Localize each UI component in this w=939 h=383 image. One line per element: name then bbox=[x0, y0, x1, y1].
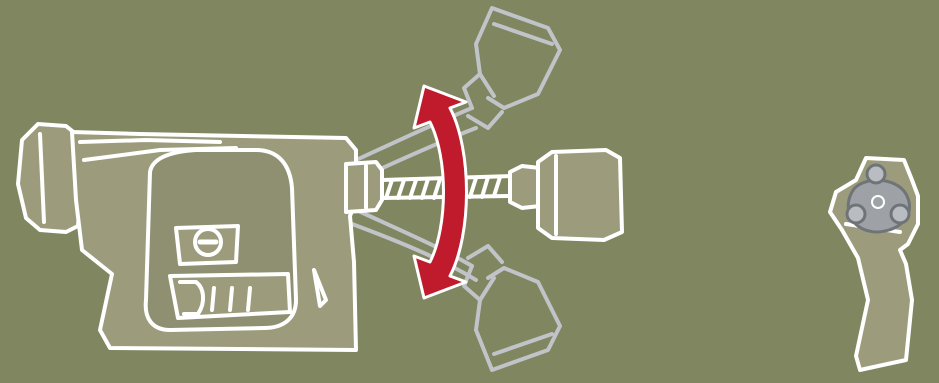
clamp-center-screw bbox=[872, 196, 884, 208]
clamp-knob-top bbox=[867, 165, 885, 183]
handheld-device-icon bbox=[18, 124, 382, 350]
clamp-knob-left bbox=[847, 205, 865, 223]
clamp-knob-right bbox=[891, 205, 909, 223]
probe-head-icon bbox=[510, 150, 622, 240]
mounting-clamp-icon bbox=[830, 158, 918, 370]
